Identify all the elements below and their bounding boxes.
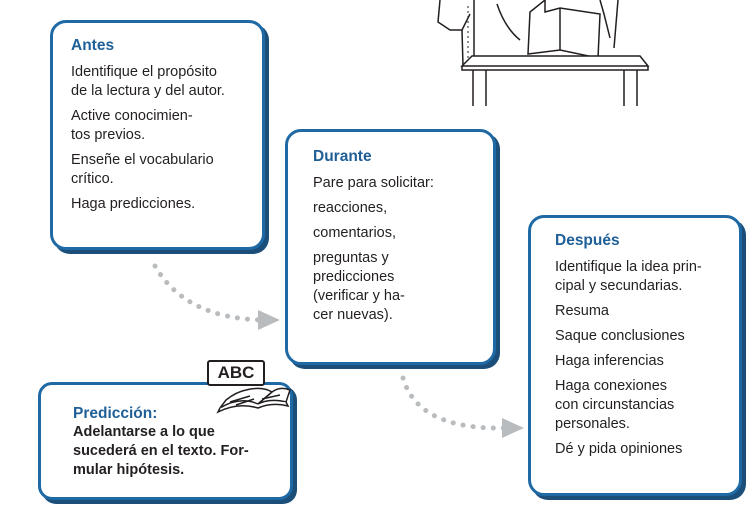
dotted-arrow-antes-durante [152, 263, 280, 330]
despues-item: Identifique la idea prin- cipal y secund… [555, 259, 702, 294]
despues-box: Después Identifique la idea prin- cipal … [528, 215, 742, 496]
prediccion-box: Predicción: Adelantarse a lo que suceder… [38, 382, 293, 500]
dotted-arrow-durante-despues [400, 375, 524, 438]
antes-item: Identifique el propósito de la lectura y… [71, 64, 225, 99]
despues-title: Después [555, 232, 620, 249]
despues-item: Resuma [555, 303, 609, 319]
durante-item: Pare para solicitar: [313, 175, 434, 191]
antes-item: Active conocimien- tos previos. [71, 108, 193, 143]
despues-item: Haga conexiones con circunstancias perso… [555, 378, 675, 432]
antes-item: Enseñe el vocabulario crítico. [71, 152, 214, 187]
antes-box: Antes Identifique el propósito de la lec… [50, 20, 265, 250]
abc-label: ABC [207, 360, 265, 386]
despues-item: Dé y pida opiniones [555, 441, 683, 457]
despues-item: Saque conclusiones [555, 328, 685, 344]
durante-item: comentarios, [313, 225, 397, 241]
despues-item: Haga inferencias [555, 353, 664, 369]
durante-item: preguntas y predicciones (verificar y ha… [313, 250, 405, 323]
durante-title: Durante [313, 148, 372, 165]
prediccion-title: Predicción: [73, 405, 158, 422]
durante-item: reacciones, [313, 200, 388, 216]
antes-item: Haga predicciones. [71, 196, 196, 212]
durante-box: Durante Pare para solicitar: reacciones,… [285, 129, 496, 365]
antes-title: Antes [71, 37, 115, 54]
prediccion-definition: Adelantarse a lo que sucederá en el text… [73, 424, 249, 478]
